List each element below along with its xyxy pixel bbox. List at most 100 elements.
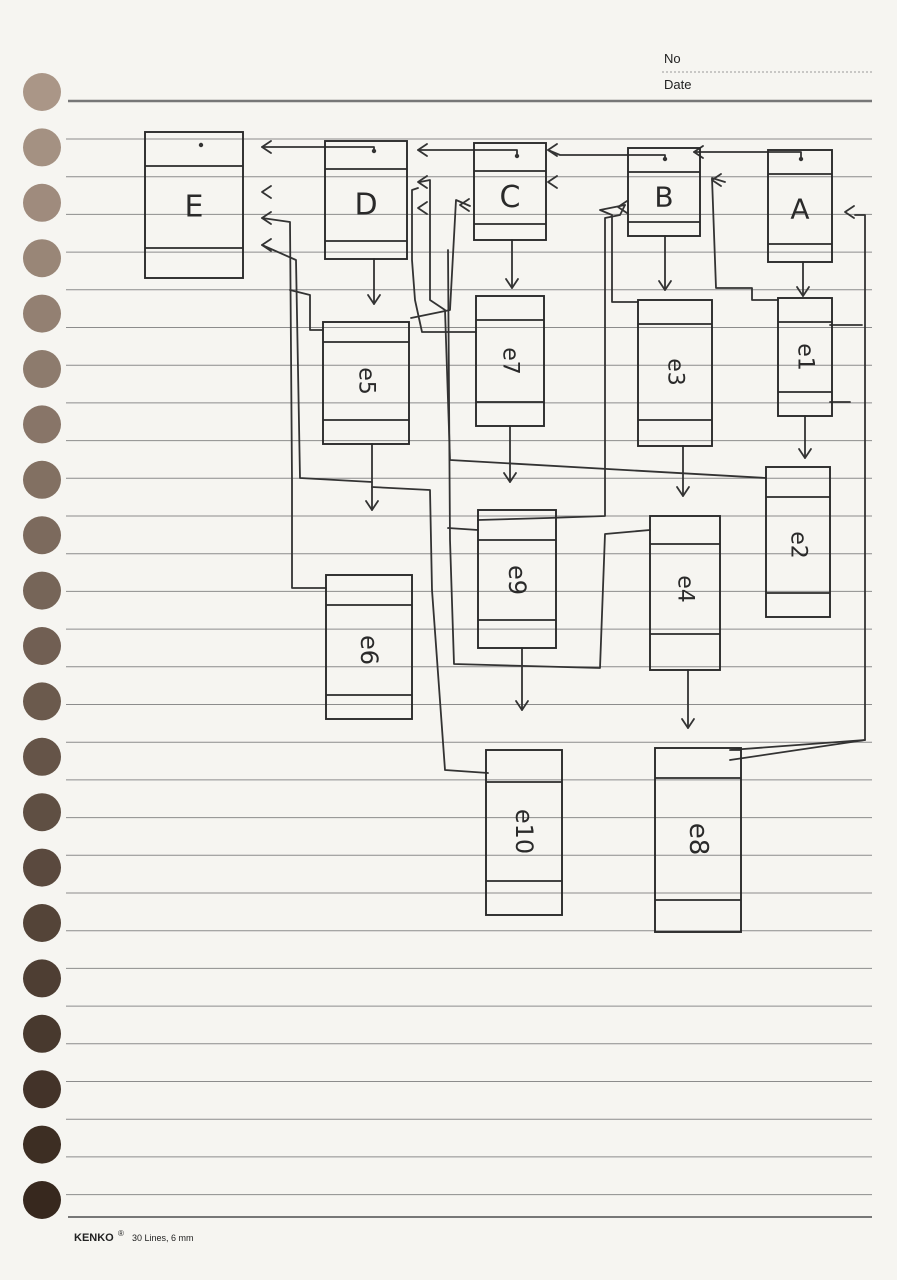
arrowhead: [711, 173, 722, 187]
binder-hole: [23, 1181, 61, 1219]
node-e1: e1: [777, 297, 833, 417]
arrowhead: [547, 175, 558, 189]
footer-brand: KENKO: [74, 1232, 114, 1244]
node-e5: e5: [322, 321, 410, 445]
binder-holes: [23, 73, 61, 1219]
arrowhead: [505, 278, 519, 289]
node-e8: e8: [654, 747, 742, 933]
binder-hole: [23, 793, 61, 832]
connector: [729, 739, 866, 761]
binder-hole: [23, 128, 61, 167]
arrowhead: [617, 200, 628, 214]
connector: [410, 199, 471, 319]
binder-hole: [23, 183, 61, 222]
connectors: [261, 140, 866, 774]
node-box: [144, 131, 244, 279]
node-label: e10: [510, 809, 538, 854]
connector: [599, 204, 639, 303]
node-label: e7: [498, 347, 523, 375]
node-label: e2: [786, 531, 811, 559]
connector: [411, 187, 477, 333]
binder-hole: [23, 848, 61, 887]
binder-hole: [23, 1014, 61, 1053]
node-box: [475, 295, 545, 427]
node-label: e4: [673, 575, 698, 603]
node-box: [485, 749, 563, 916]
binder-hole: [23, 239, 61, 278]
footer-spec: 30 Lines, 6 mm: [132, 1233, 194, 1243]
nodes: E D C B Ae5 e7 e3 e1 e9 e4 e2 e6 e10 e8: [144, 131, 833, 933]
connector: [261, 217, 327, 589]
arrowhead: [681, 718, 695, 729]
arrowhead: [417, 143, 428, 157]
node-box: [324, 140, 408, 260]
node-box: [765, 466, 831, 618]
connector: [261, 146, 375, 152]
connector: [289, 289, 324, 331]
no-label: No: [664, 51, 681, 66]
node-e3: e3: [637, 299, 713, 447]
binder-hole: [23, 73, 61, 111]
connector: [447, 249, 651, 669]
arrowhead: [365, 500, 379, 511]
node-box: [654, 747, 742, 933]
connector: [371, 486, 489, 774]
binder-hole: [23, 350, 61, 388]
binder-hole: [23, 405, 61, 444]
node-box: [777, 297, 833, 417]
node-box: [627, 147, 701, 237]
connector: [261, 244, 373, 483]
node-label: e6: [355, 635, 383, 665]
node-label: C: [500, 180, 521, 215]
binder-hole: [23, 571, 61, 610]
binder-hole: [23, 682, 61, 721]
node-label: B: [654, 181, 673, 214]
node-box: [473, 142, 547, 241]
connector: [729, 214, 866, 751]
arrowhead: [417, 175, 428, 189]
node-e6: e6: [325, 574, 413, 720]
binder-hole: [23, 1070, 61, 1109]
node-c: C: [473, 142, 547, 241]
connector: [547, 149, 666, 160]
binder-hole: [23, 516, 61, 555]
node-label: e8: [683, 823, 713, 856]
node-e10: e10: [485, 749, 563, 916]
arrowhead: [261, 238, 272, 252]
node-e7: e7: [475, 295, 545, 427]
node-e2: e2: [765, 466, 831, 618]
node-box: [477, 509, 557, 649]
binder-hole: [23, 294, 61, 333]
node-b: B: [627, 147, 701, 237]
node-label: E: [185, 190, 204, 225]
ruled-lines: [66, 138, 872, 1196]
arrowhead: [798, 448, 812, 459]
node-box: [767, 149, 833, 263]
arrowhead: [547, 143, 558, 157]
arrowhead: [367, 294, 381, 305]
connector: [419, 179, 767, 479]
node-e: E: [144, 131, 244, 279]
arrowhead: [261, 211, 272, 225]
node-label: D: [354, 188, 377, 223]
connector: [447, 527, 479, 531]
node-label: e9: [503, 565, 531, 595]
arrowhead: [503, 472, 517, 483]
arrowhead: [261, 140, 272, 154]
connector: [477, 204, 626, 521]
node-label: A: [790, 193, 809, 226]
binder-hole: [23, 737, 61, 776]
arrowhead: [459, 198, 470, 212]
footer-registered: ®: [118, 1229, 124, 1238]
node-label: e1: [793, 343, 818, 371]
arrowhead: [658, 280, 672, 291]
node-label: e5: [354, 367, 379, 395]
node-label: e3: [663, 358, 688, 386]
arrowhead: [676, 486, 690, 497]
node-e4: e4: [649, 515, 721, 671]
connector: [693, 151, 802, 160]
node-e9: e9: [477, 509, 557, 649]
binder-hole: [23, 959, 61, 998]
arrowhead: [796, 286, 810, 297]
